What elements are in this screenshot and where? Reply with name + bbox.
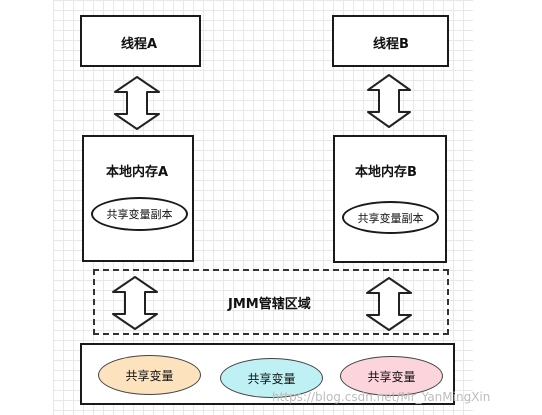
jmm-region-box (93, 269, 449, 335)
double-arrow-icon-b-bottom (366, 277, 412, 331)
shared-variable-2: 共享变量 (220, 358, 323, 398)
jmm-region-label: JMM管辖区域 (228, 297, 311, 312)
thread-a-box: 线程A (80, 15, 201, 67)
local-memory-b-title: 本地内存B (355, 165, 417, 180)
local-memory-a-box: 本地内存A 共享变量副本 (82, 135, 194, 262)
local-memory-b-box: 本地内存B 共享变量副本 (333, 135, 447, 263)
double-arrow-icon-b-top (367, 74, 411, 128)
shared-variable-1: 共享变量 (98, 355, 201, 395)
local-memory-a-title: 本地内存A (106, 165, 169, 180)
double-arrow-icon-a-bottom (112, 276, 158, 330)
thread-b-box: 线程B (332, 15, 449, 67)
thread-b-label: 线程B (373, 37, 409, 52)
watermark-text: https://blog.csdn.net/Mr_YanMingXin (272, 390, 491, 404)
local-memory-a-copy: 共享变量副本 (91, 197, 188, 231)
shared-variable-3: 共享变量 (340, 356, 443, 396)
thread-a-label: 线程A (121, 37, 158, 52)
double-arrow-icon-a-top (114, 76, 160, 130)
local-memory-b-copy: 共享变量副本 (342, 201, 439, 234)
